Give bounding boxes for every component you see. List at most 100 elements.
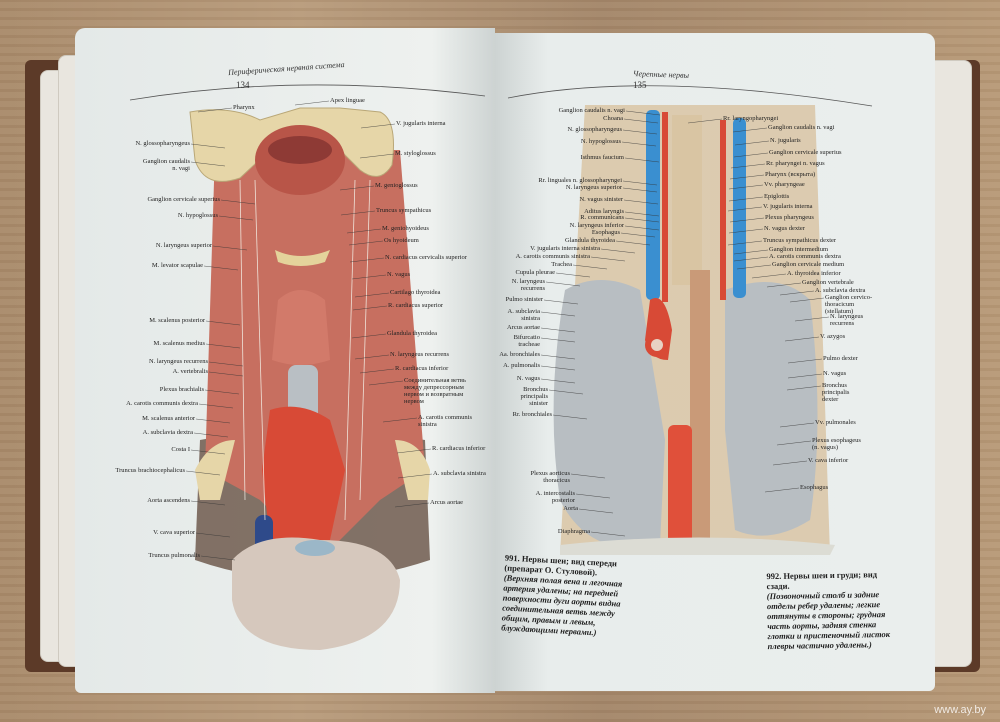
leader-line (730, 163, 766, 169)
anatomy-label: N. laryngeus superior (565, 184, 622, 191)
anatomy-label: R. cardiacus superior (388, 302, 444, 309)
anatomy-label: Costa I (171, 446, 190, 453)
leader-line (360, 123, 396, 129)
anatomy-label: A. carotis communis sinistra (515, 253, 590, 260)
anatomy-label: Bronchus principalis sinister (520, 386, 548, 407)
leader-line (540, 311, 576, 317)
anatomy-label: N. laryngeus superior (155, 242, 212, 249)
anatomy-label: Pulmo sinister (505, 296, 543, 303)
leader-line (351, 333, 387, 339)
leader-line (359, 153, 395, 159)
leader-line (351, 274, 387, 280)
leader-line (195, 532, 231, 538)
anatomy-label: A. subclavia dextra (815, 287, 866, 294)
anatomy-label: A. carotis communis dextra (769, 253, 841, 260)
watermark: www.ay.by (934, 704, 986, 716)
anatomy-label: V. jugularis interna sinistra (530, 245, 600, 252)
anatomy-label: N. laryngeus recurrens (148, 358, 208, 365)
anatomy-label: Plexus brachialis (159, 386, 204, 393)
leader-line (736, 264, 772, 270)
anatomy-label: M. scalenus anterior (142, 415, 195, 422)
anatomy-label: V. jugularis interna (396, 120, 446, 127)
leader-line (354, 354, 390, 360)
anatomy-label: Ganglion caudalis n. vagi (558, 107, 625, 114)
anatomy-label: N. vagus (823, 370, 847, 377)
leader-line (600, 248, 636, 254)
anatomy-label: Ganglion vertebrale (802, 279, 854, 286)
leader-line (552, 414, 588, 420)
anatomy-label: Truncus pulmonalis (148, 552, 200, 559)
leader-line (572, 264, 608, 270)
anatomy-label: Rr. bronchiales (512, 411, 552, 418)
leader-line (193, 432, 229, 438)
anatomy-label: M. styloglossus (395, 150, 436, 157)
anatomy-label: Truncus sympathicus (376, 207, 432, 214)
leader-line (729, 174, 765, 180)
leader-line (382, 417, 418, 423)
anatomy-label: A. vertebralis (172, 368, 208, 375)
anatomy-label: M. levator scapulae (151, 262, 203, 269)
anatomy-label: N. laryngeus recurrens (511, 278, 545, 292)
anatomy-label: A. intercostalis posterior (535, 490, 575, 504)
leader-line (786, 385, 822, 391)
leader-line (728, 196, 764, 202)
leader-line (545, 281, 581, 287)
right-page-number: 135 (633, 80, 647, 90)
leader-line (624, 225, 660, 231)
leader-line (294, 100, 330, 106)
anatomy-label: V. jugularis interna (763, 203, 813, 210)
leader-line (394, 502, 430, 508)
leader-line (727, 240, 763, 246)
leader-line (779, 422, 815, 428)
anatomy-label: Ganglion cervico- thoracicum (stellatum) (825, 294, 873, 315)
leader-line (733, 152, 769, 158)
anatomy-label: Bronchus principalis dexter (822, 382, 850, 403)
anatomy-label: Epiglottis (764, 193, 790, 200)
anatomy-label: Arcus aortae (506, 324, 540, 331)
leader-line (354, 292, 390, 298)
leader-line (772, 460, 808, 466)
anatomy-label: Bifurcatio tracheae (513, 334, 540, 348)
leader-line (734, 140, 770, 146)
anatomy-label: Pharynx (вскрыта) (765, 171, 816, 178)
anatomy-label: A. subclavia sinistra (433, 470, 486, 477)
leader-line (729, 217, 765, 223)
leader-line (776, 440, 812, 446)
anatomy-label: Isthmus faucium (580, 154, 624, 161)
leader-line (540, 378, 576, 384)
anatomy-label: N. cardiacus cervicalis superior (385, 254, 467, 261)
anatomy-label: Aditus laryngis (584, 208, 624, 215)
leader-line (578, 508, 614, 514)
leader-line (590, 256, 626, 262)
anatomy-label: M. genioglossus (375, 182, 418, 189)
leader-line (624, 217, 660, 223)
anatomy-label: A. carotis communis sinistra (418, 414, 472, 428)
anatomy-label: R. cardiacus inferior (432, 445, 486, 452)
leader-line (751, 273, 787, 279)
anatomy-label: N. jugularis (770, 137, 801, 144)
anatomy-label: N. laryngeus inferior (569, 222, 624, 229)
figure-992-caption: 992. Нервы шеи и груди; вид сзади. (Позв… (766, 569, 895, 651)
leader-line (623, 199, 659, 205)
caption-body: (Верхняя полая вена и легочная артерия у… (500, 572, 623, 638)
leader-line (540, 354, 576, 360)
leader-line (540, 337, 576, 343)
anatomy-label: Cupula pleurae (515, 269, 555, 276)
anatomy-label: N. glossopharyngeus (567, 126, 622, 133)
anatomy-label: V. azygos (820, 333, 846, 340)
anatomy-label: Ganglion caudalis n. vagi (142, 158, 190, 172)
anatomy-label: Aorta ascendens (147, 497, 190, 504)
anatomy-label: V. cava inferior (808, 457, 849, 464)
leader-line (687, 118, 723, 124)
anatomy-label: A. thyroidea inferior (787, 270, 841, 277)
leader-line (200, 555, 236, 561)
anatomy-label: N. vagus (387, 271, 411, 278)
leader-line (727, 206, 763, 212)
leader-line (190, 500, 226, 506)
anatomy-label: Trachea (551, 261, 572, 268)
anatomy-label: Glandula thyroidea (565, 237, 615, 244)
anatomy-label: M. scalenus posterior (149, 317, 205, 324)
anatomy-label: Truncus sympathicus dexter (763, 237, 837, 244)
anatomy-label: N. hypoglossus (580, 138, 621, 145)
leader-line (621, 141, 657, 147)
